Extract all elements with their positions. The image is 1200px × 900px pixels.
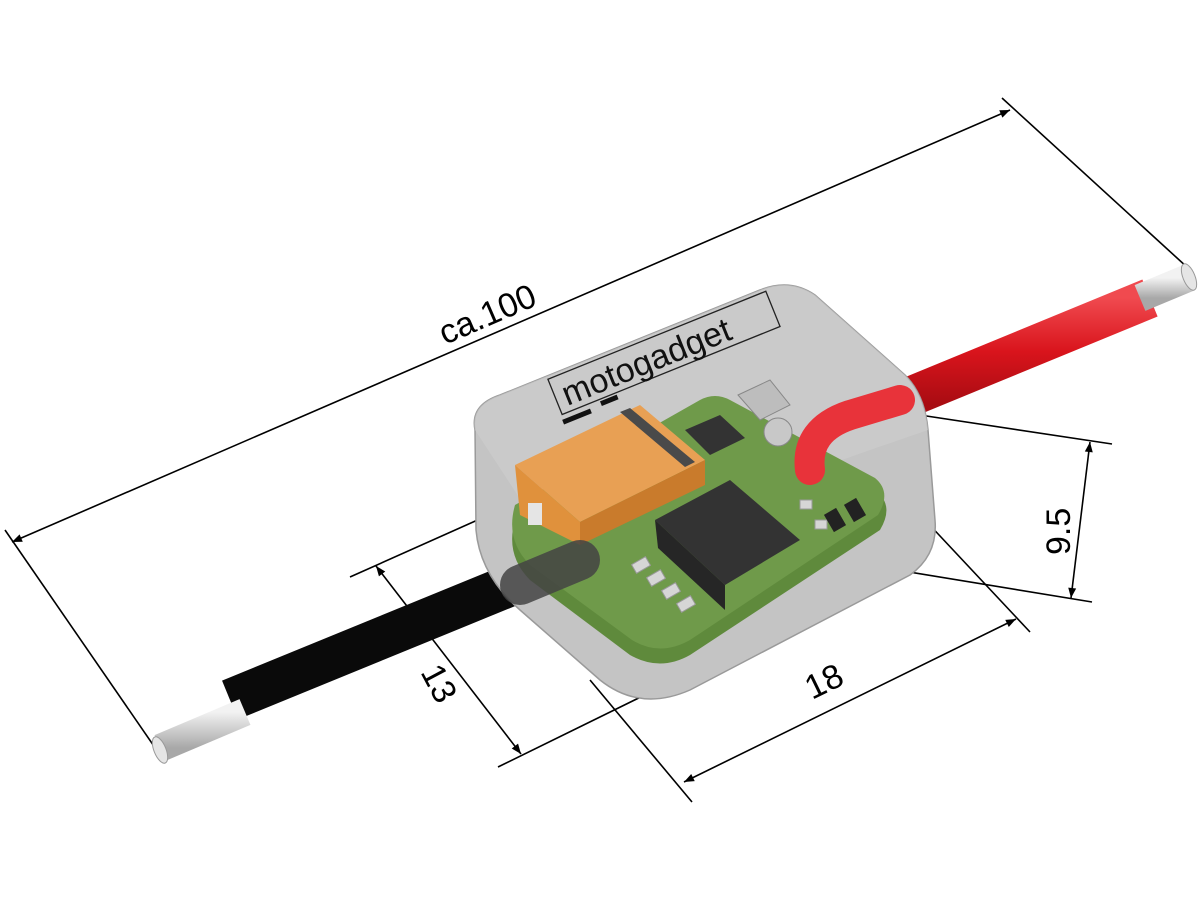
red-wire-bend (794, 385, 915, 485)
dimension-line-height (1068, 441, 1093, 599)
black-wire-end (500, 540, 600, 605)
dimension-label-width: 13 (413, 658, 464, 709)
components (630, 379, 867, 614)
dimension-line-width (375, 565, 522, 755)
dimension-label-length: ca.100 (433, 277, 542, 352)
tantalum-capacitor (515, 405, 705, 545)
dimension-line-depth (683, 618, 1017, 783)
red-wire (882, 263, 1198, 424)
black-wire (151, 545, 568, 764)
dimension-line-length (11, 109, 1011, 543)
dimension-label-depth: 18 (799, 656, 850, 707)
dimension-label-height: 9.5 (1040, 508, 1078, 555)
dimension-lines (11, 109, 1093, 783)
